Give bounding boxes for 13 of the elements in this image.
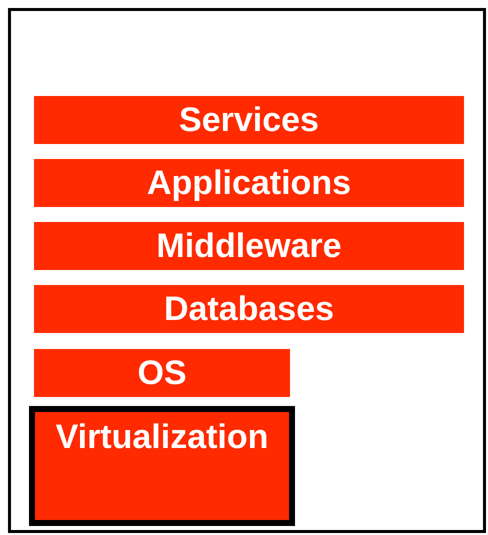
layer-label: Middleware xyxy=(156,229,342,263)
layer-bar xyxy=(34,96,464,144)
layer-bar xyxy=(34,159,464,207)
frame-box xyxy=(8,8,486,533)
layer-label: OS xyxy=(137,356,187,390)
layer-bar xyxy=(34,285,464,333)
layer-label: Databases xyxy=(164,292,334,326)
layer-box xyxy=(29,406,295,526)
layer-label: Applications xyxy=(146,166,352,200)
layer-bar xyxy=(34,222,464,270)
layer-label: Services xyxy=(179,103,319,137)
layer-label: Virtualization xyxy=(56,420,268,454)
layer-bar xyxy=(34,349,290,397)
